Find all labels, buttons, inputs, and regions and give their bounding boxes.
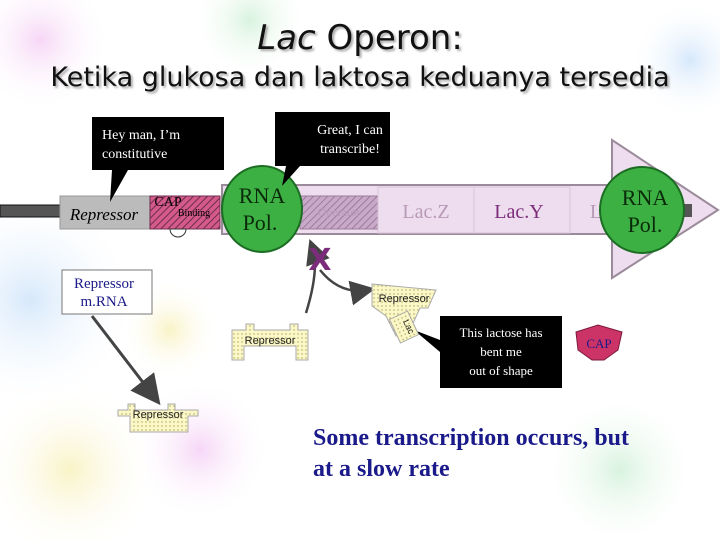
callout-transcribe (275, 112, 390, 186)
repressor-mrna-line1: Repressor (74, 276, 134, 292)
repressor-gene (59, 195, 151, 230)
lactose-molecule (388, 310, 420, 344)
page-subtitle: Ketika glukosa dan laktosa keduanya ters… (50, 62, 670, 93)
mrna-to-repressor-arrow (90, 315, 161, 406)
callout-transcribe-text: Great, I can transcribe! (317, 123, 383, 157)
cap-site-label: CAP (154, 195, 181, 210)
cap-binding-label: Binding (178, 208, 210, 219)
callout-lactose (414, 316, 562, 388)
dna-strand-left (0, 204, 61, 218)
lacZ-label: Lac.Z (402, 201, 449, 223)
operator-label: Operator (318, 205, 361, 219)
repressor-mrna-box (61, 269, 153, 315)
repressor-free-label: Repressor (133, 409, 184, 421)
rna-pol-right-line1: RNA (622, 185, 669, 210)
operator-site (299, 195, 379, 230)
lacZ-gene (377, 186, 475, 234)
callout-constitutive-text: Hey man, I’m constitutive (102, 128, 181, 162)
rna-pol-right-line2: Pol. (628, 212, 663, 237)
repressor-cycle-arrow-1 (304, 238, 330, 314)
repressor-cycle-arrow-2 (319, 269, 376, 306)
conclusion-text: Some transcription occurs, but at a slow… (313, 425, 629, 482)
repressor-middle-label: Repressor (245, 335, 296, 347)
rna-polymerase-right (599, 166, 685, 254)
repressor-mrna-line2: m.RNA (80, 294, 127, 310)
callout-lactose-text: This lactose has bent me out of shape (459, 325, 543, 378)
repressor-gene-label: Repressor (69, 205, 139, 224)
cap-notch (169, 228, 187, 238)
repressor-protein-middle (231, 323, 309, 361)
cap-protein-label: CAP (586, 336, 611, 351)
lacY-gene (473, 186, 571, 234)
blocked-binding-mark: X (308, 243, 331, 278)
rna-pol-left-line1: RNA (239, 183, 286, 208)
lacA-label: L (590, 201, 602, 223)
cap-binding-site (149, 195, 221, 230)
page-title: Lac Operon: (257, 18, 463, 58)
callout-constitutive (92, 117, 224, 202)
repressor-protein-free (117, 403, 199, 433)
cap-protein (575, 324, 623, 361)
rna-pol-left-line2: Pol. (243, 210, 278, 235)
repressor-bent-label: Repressor (379, 293, 430, 305)
rna-polymerase-left (221, 165, 303, 253)
lacY-label: Lac.Y (494, 201, 543, 223)
